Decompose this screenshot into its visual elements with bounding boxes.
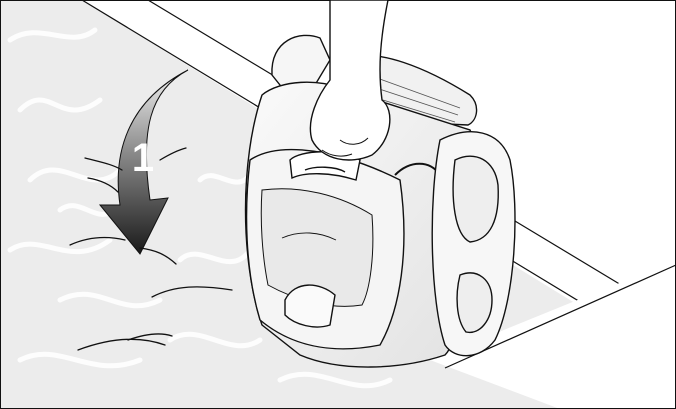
pool-cleaner-robot <box>246 0 516 367</box>
step-number-label: 1 <box>127 138 159 178</box>
